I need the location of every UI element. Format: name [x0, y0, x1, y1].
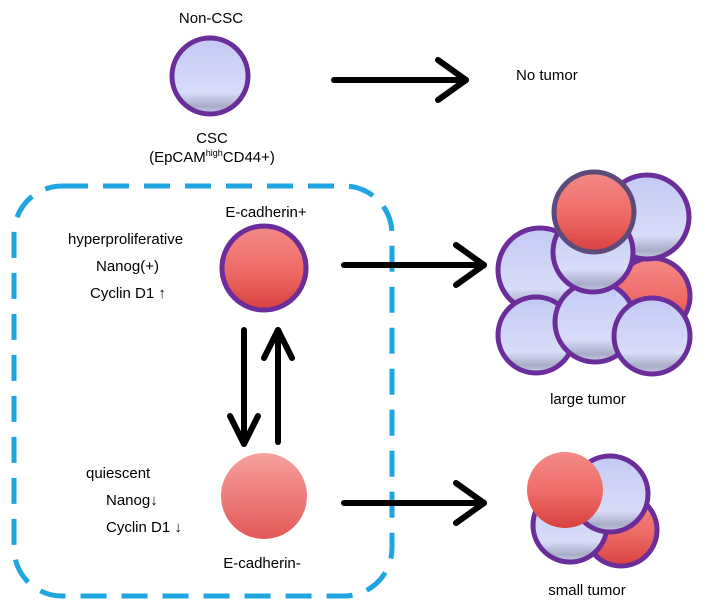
arrow-small-tumor: [341, 480, 487, 526]
ecad-pos-cell: [219, 223, 309, 313]
no-tumor-label: No tumor: [516, 67, 578, 84]
arrow-no-tumor: [331, 57, 469, 103]
ecad-pos-label: E-cadherin+: [225, 204, 307, 221]
quiescent-label: quiescent: [86, 465, 151, 482]
csc-marker-label: (EpCAMhighCD44+): [149, 149, 275, 167]
ecad-neg-cell: [221, 453, 307, 539]
large-tumor-cluster: [495, 169, 693, 377]
cyclin-up-label: Cyclin D1 ↑: [90, 285, 166, 302]
small-tumor-label: small tumor: [548, 582, 626, 599]
arrow-up: [261, 327, 295, 445]
csc-marker-open: (EpCAM: [149, 149, 206, 166]
nanog-pos-label: Nanog(+): [96, 258, 159, 275]
csc-label: CSC: [196, 130, 228, 147]
hyperproliferative-label: hyperproliferative: [68, 231, 184, 248]
non-csc-cell: [169, 35, 251, 117]
small-tumor-cluster: [527, 452, 660, 569]
large-tumor-label: large tumor: [550, 391, 626, 408]
csc-marker-close: CD44+): [222, 149, 275, 166]
nanog-down-label: Nanog↓: [106, 492, 158, 509]
ecad-neg-label: E-cadherin-: [223, 555, 301, 572]
arrow-large-tumor: [341, 242, 487, 288]
csc-dashed-box: [11, 183, 395, 599]
csc-marker-sup: high: [205, 148, 223, 158]
arrow-down: [227, 327, 261, 447]
cyclin-down-label: Cyclin D1 ↓: [106, 519, 182, 536]
non-csc-label: Non-CSC: [178, 10, 244, 27]
